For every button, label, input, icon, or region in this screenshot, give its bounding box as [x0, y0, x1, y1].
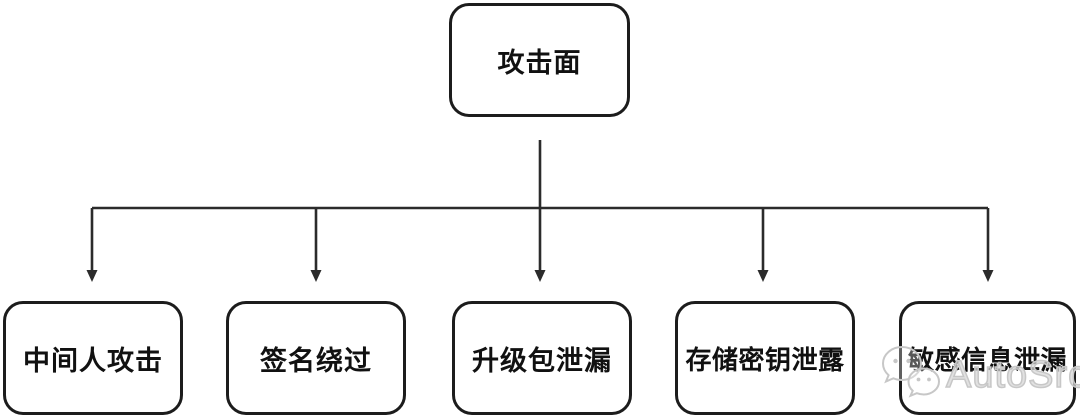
node-label: 升级包泄漏: [472, 345, 612, 376]
node-update-package-leak: 升级包泄漏: [452, 301, 632, 415]
node-label: 中间人攻击: [23, 345, 163, 376]
node-mitm-attack: 中间人攻击: [3, 301, 183, 415]
arrowhead-4: [757, 270, 769, 282]
node-sensitive-info-leak: 敏感信息泄漏: [899, 301, 1076, 415]
node-label: 攻击面: [497, 47, 582, 78]
arrowhead-5: [982, 270, 994, 282]
node-label: 签名绕过: [260, 345, 372, 376]
node-storage-key-leak: 存储密钥泄露: [675, 301, 855, 415]
node-attack-surface: 攻击面: [449, 3, 630, 117]
node-signature-bypass: 签名绕过: [226, 301, 406, 415]
node-label: 存储密钥泄露: [685, 344, 845, 375]
arrowhead-2: [310, 270, 322, 282]
arrowhead-3: [534, 270, 546, 282]
bubble-eye: [893, 358, 898, 364]
node-label: 敏感信息泄漏: [907, 344, 1067, 375]
arrowhead-1: [86, 270, 98, 282]
